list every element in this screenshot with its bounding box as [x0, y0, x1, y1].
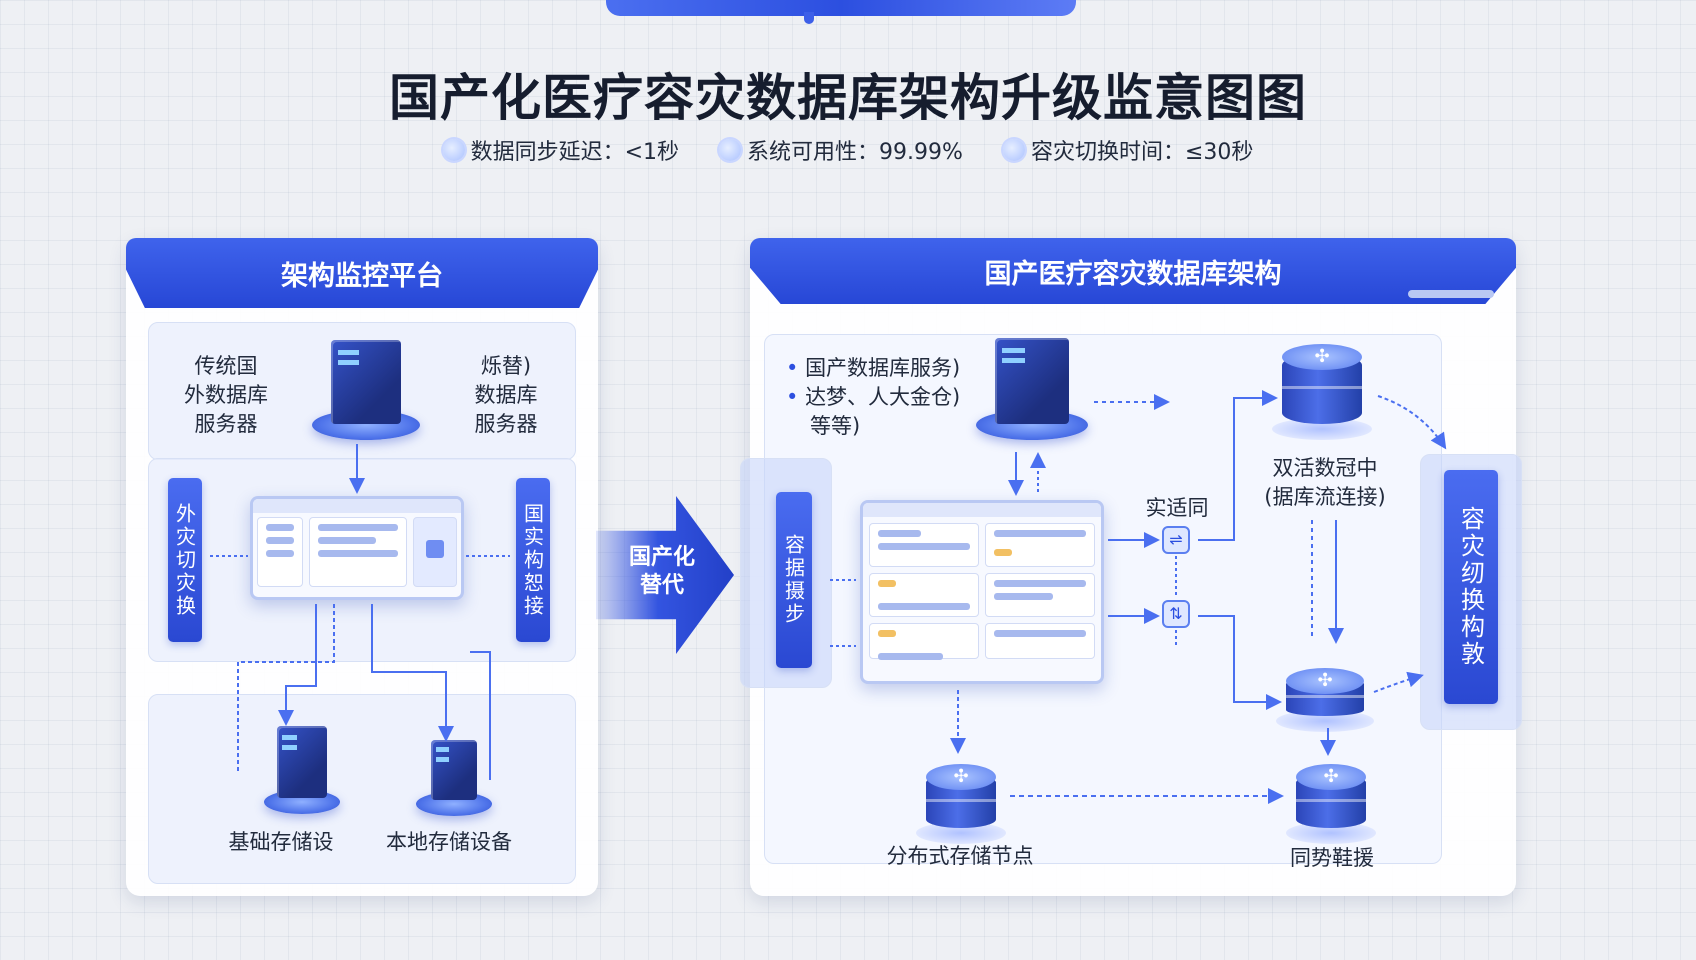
label-text: 等等) — [810, 414, 861, 438]
tab-data-sync[interactable]: 容据摄步 — [776, 492, 812, 668]
connector-line — [371, 604, 454, 742]
arrow-label: 国产化 替代 — [612, 544, 712, 600]
router-node-icon: ⇅ — [1162, 600, 1190, 628]
connector-line — [278, 604, 317, 726]
tab-disaster-switch[interactable]: 外灾切灾换 — [168, 478, 202, 642]
panel-title: 国产医疗容灾数据库架构 — [984, 258, 1282, 290]
header-indicator-strip — [1408, 290, 1494, 298]
panel-title: 架构监控平台 — [281, 260, 443, 292]
label-line: 双活数冠中 — [1272, 456, 1378, 480]
connector-line — [1373, 671, 1424, 693]
label-line: 外数据库 — [184, 383, 268, 407]
monitoring-platform-header: 架构监控平台 — [126, 238, 598, 308]
label-line: • 达梦、人大金仓) — [786, 385, 961, 409]
dr-dashboard-screen — [860, 500, 1104, 684]
label-replacement-db-server: 烁替) 数据库 服务器 — [456, 352, 556, 439]
tab-domestic-interface[interactable]: 国实构恕接 — [516, 478, 550, 642]
tab-failover[interactable]: 容灾纫换构敦 — [1444, 470, 1498, 704]
label-realtime-sync: 实适同 — [1145, 496, 1209, 520]
top-accent-drop — [804, 12, 814, 24]
backup-db-icon: ✣ — [1276, 668, 1374, 732]
label-domestic-db-service: • 国产数据库服务) • 达梦、人大金仓) 等等) — [786, 354, 986, 441]
connector-line — [237, 604, 335, 772]
realtime-sync-node-icon: ⇌ — [1162, 526, 1190, 554]
connector-line — [470, 651, 491, 780]
arrow-label-line: 国产化 — [628, 545, 695, 570]
metric-label: 数据同步延迟：<1秒 — [470, 140, 680, 165]
label-line: • 国产数据库服务) — [786, 356, 961, 380]
arrow-label-line: 替代 — [639, 573, 684, 598]
bullet-icon — [442, 139, 465, 161]
label-line: 服务器 — [194, 412, 258, 436]
storage-server-icon — [416, 732, 492, 816]
metric-availability: 系统可用性：99.99% — [719, 134, 963, 166]
sync-storage-db-icon: ✣ — [1286, 764, 1376, 844]
metric-label: 系统可用性：99.99% — [747, 140, 963, 165]
label-line: (据库流连接) — [1264, 485, 1386, 509]
bullet-icon — [719, 139, 742, 161]
server-tower-icon — [312, 332, 420, 440]
metric-failover-time: 容灾切换时间：≤30秒 — [1002, 134, 1254, 166]
label-line: 等等) — [786, 412, 986, 441]
label-distributed-storage: 分布式存储节点 — [886, 844, 1034, 868]
connector-line — [1377, 395, 1447, 450]
domestic-dr-architecture-header: 国产医疗容灾数据库架构 — [750, 238, 1516, 304]
label-active-active-center: 双活数冠中 (据库流连接) — [1240, 454, 1410, 512]
label-base-storage: 基础存储设 — [228, 830, 334, 854]
label-text: 国产数据库服务) — [805, 356, 961, 380]
label-local-storage: 本地存储设备 — [386, 830, 512, 854]
label-line: 传统国 — [194, 354, 258, 378]
metric-sync-delay: 数据同步延迟：<1秒 — [442, 134, 680, 166]
label-line: 服务器 — [474, 412, 538, 436]
bullet-icon — [1002, 139, 1025, 161]
storage-server-icon — [264, 718, 340, 814]
connector-line — [1198, 615, 1282, 710]
label-text: 达梦、人大金仓) — [805, 385, 961, 409]
label-traditional-db-server: 传统国 外数据库 服务器 — [176, 352, 276, 439]
label-line: 烁替) — [480, 354, 532, 378]
metrics-bar: 数据同步延迟：<1秒 系统可用性：99.99% 容灾切换时间：≤30秒 — [0, 134, 1696, 166]
label-line: 数据库 — [474, 383, 538, 407]
storage-zone — [148, 694, 576, 884]
metric-label: 容灾切换时间：≤30秒 — [1030, 140, 1254, 165]
connector-line — [1198, 390, 1278, 541]
page-title: 国产化医疗容灾数据库架构升级监意图图 — [389, 69, 1307, 127]
active-active-db-icon: ✣ — [1272, 344, 1372, 440]
top-accent-bar — [606, 0, 1076, 16]
domestic-db-server-icon — [976, 330, 1088, 440]
label-sync-storage: 同势鞋援 — [1290, 846, 1374, 870]
monitoring-dashboard-screen — [250, 496, 464, 600]
distributed-storage-db-icon: ✣ — [916, 764, 1006, 844]
